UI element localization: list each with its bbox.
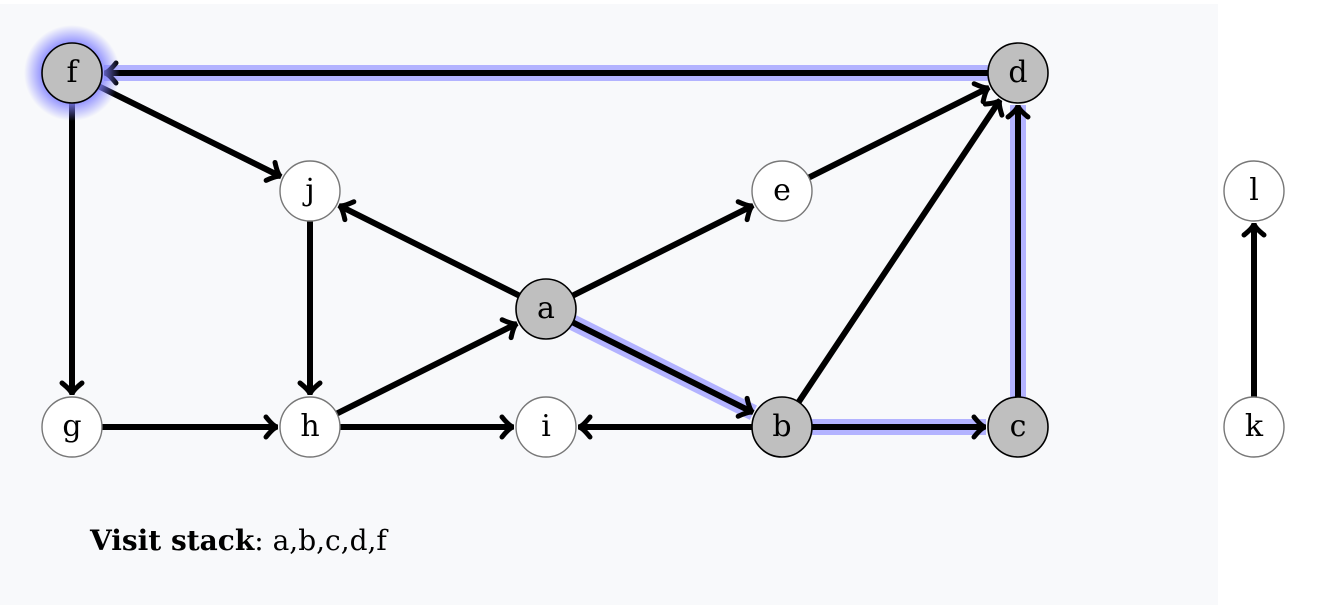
edge-k-l [1241,222,1267,397]
arrowhead-icon [263,414,279,440]
node-label: b [772,409,791,444]
arrowhead-icon [263,159,283,183]
visit-stack-value: a,b,c,d,f [272,524,387,557]
arrowhead-icon [499,317,519,341]
arrowhead-icon [971,414,987,440]
node-l: l [1223,160,1285,222]
visit-stack-separator: : [254,524,273,557]
edge-g-h [102,414,279,440]
node-h: h [279,396,341,458]
node-label: a [537,291,555,326]
arrowhead-icon [971,81,991,105]
node-label: c [1010,409,1027,444]
node-label: i [541,409,551,444]
node-f: f [24,25,120,121]
edge-e-d [807,81,991,181]
arrowhead-icon [735,395,755,419]
edge-b-c [812,414,987,440]
arrowhead-icon [499,414,515,440]
arrowhead-icon [59,380,85,396]
edge-a-e [571,199,755,299]
edge-b-d [796,97,1005,404]
node-label: h [300,409,319,444]
arrowhead-icon [337,199,357,223]
visit-stack-caption: Visit stack: a,b,c,d,f [90,524,387,557]
node-g: g [41,396,103,458]
node-label: l [1249,173,1259,208]
node-label: e [773,173,791,208]
node-label: j [302,173,314,208]
arrowhead-icon [1241,222,1267,238]
node-e: e [751,160,813,222]
node-label: f [66,55,79,90]
arrowhead-icon [1005,104,1031,120]
node-k: k [1223,396,1285,458]
node-c: c [987,396,1049,458]
edge-h-i [340,414,515,440]
node-label: d [1008,55,1027,90]
arrowhead-icon [577,414,593,440]
node-i: i [515,396,577,458]
node-a: a [515,278,577,340]
node-b: b [751,396,813,458]
node-label: k [1245,409,1264,444]
edge-h-a [335,317,519,417]
arrowhead-icon [735,199,755,223]
edge-a-b [571,319,755,419]
edge-b-i [577,414,752,440]
edge-c-d [1005,104,1031,397]
edge-j-h [297,221,323,396]
arrowhead-icon [297,380,323,396]
node-j: j [279,160,341,222]
node-d: d [987,42,1049,104]
edge-f-j [97,83,283,183]
edge-a-j [337,199,521,299]
visit-stack-label: Visit stack [90,524,255,557]
edge-f-g [59,103,85,396]
node-label: g [62,409,81,444]
